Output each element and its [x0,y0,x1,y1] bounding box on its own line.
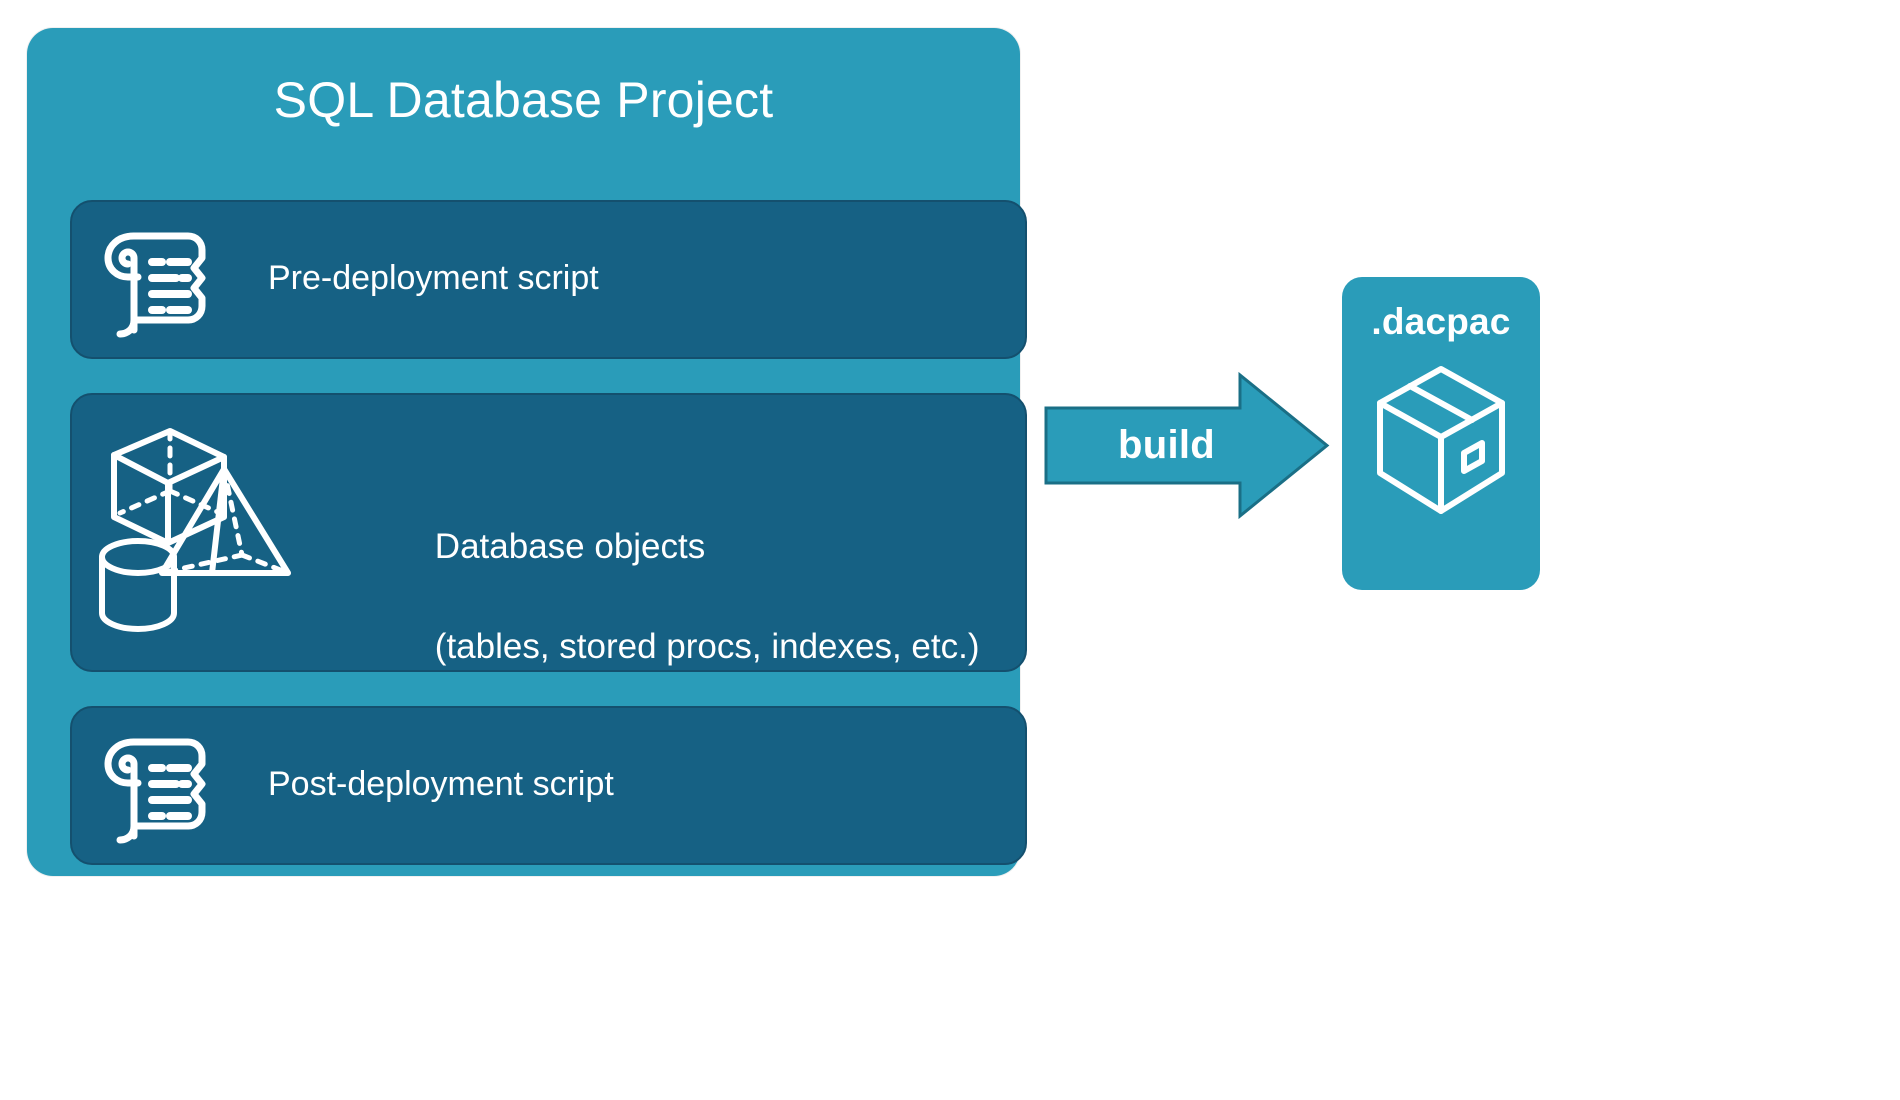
pyramid-shape [159,466,291,576]
cube-shape [111,428,227,546]
dacpac-label: .dacpac [1371,301,1511,342]
3d-shapes-icon [92,413,342,653]
card-pre-deployment: Pre-deployment script [70,200,1027,359]
card-post-deployment: Post-deployment script [70,706,1027,865]
page-title: SQL Database Project [273,72,774,128]
build-arrow-icon [1044,371,1330,520]
scroll-icon [92,726,222,846]
dacpac-output-box: .dacpac [1342,277,1540,590]
card-label-database-objects: Database objects (tables, stored procs, … [357,472,980,722]
card-label-pre-deployment: Pre-deployment script [268,259,599,297]
package-box-icon [1366,361,1516,521]
scroll-icon [92,220,222,340]
card-label-database-objects-line1: Database objects [434,527,706,566]
cylinder-shape [99,538,177,632]
card-label-database-objects-line2: (tables, stored procs, indexes, etc.) [434,627,980,666]
card-label-post-deployment: Post-deployment script [268,765,614,803]
sql-database-project-container: SQL Database Project [27,28,1027,876]
card-database-objects: Database objects (tables, stored procs, … [70,393,1027,672]
